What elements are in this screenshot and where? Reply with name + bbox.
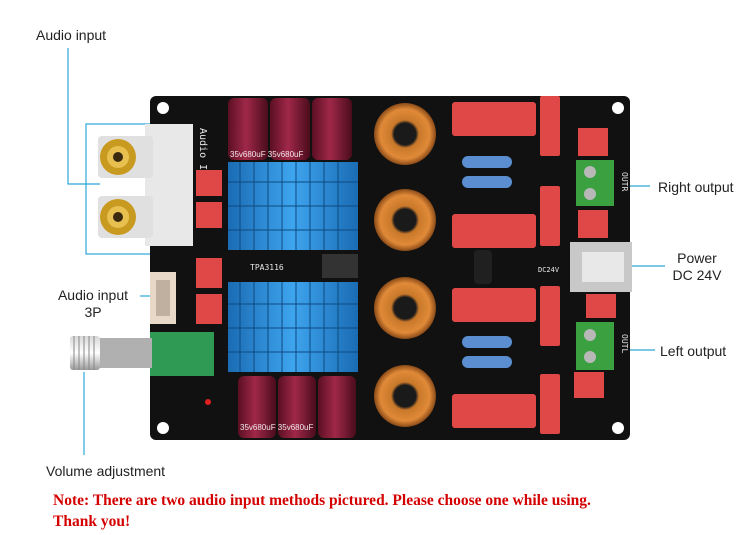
outr-silkscreen: OUTR [620, 172, 629, 191]
inductor-coils [374, 103, 436, 427]
right-output-terminal [576, 160, 614, 206]
cap-bottom-label: 35v680uF 35v680uF [240, 423, 314, 432]
volume-potentiometer [70, 332, 214, 405]
audio-input-callout: Audio input [36, 27, 107, 43]
diode [474, 250, 492, 284]
electrolytic-caps-bottom [238, 376, 356, 438]
electrolytic-caps-top [228, 98, 352, 160]
resistors [462, 156, 512, 368]
outl-silkscreen: OUTL [620, 334, 629, 353]
power-callout: Power DC 24V [662, 250, 732, 284]
audio-input-silkscreen: Audio Input [197, 128, 208, 194]
left-output-callout: Left output [660, 343, 727, 359]
heatsink-top [228, 162, 358, 250]
note-line-2: Thank you! [53, 513, 131, 530]
dc24v-silkscreen: DC24V [538, 266, 560, 274]
volume-adjustment-callout: Volume adjustment [46, 463, 166, 479]
audio-input-3p-line1: Audio input [57, 287, 129, 303]
rca-jacks [98, 124, 193, 246]
power-callout-line1: Power [677, 250, 717, 266]
chip-label: TPA3116 [250, 263, 284, 272]
output-film-caps [452, 96, 616, 434]
note-line-1: Note: There are two audio input methods … [53, 492, 591, 509]
note-text: Note: There are two audio input methods … [53, 490, 733, 532]
left-output-terminal [576, 322, 614, 370]
audio-input-3p-line2: 3P [84, 304, 102, 320]
cap-top-label: 35v680uF 35v680uF [230, 150, 304, 159]
power-callout-line2: DC 24V [672, 267, 722, 283]
heatsink-bottom [228, 282, 358, 372]
right-output-callout: Right output [658, 179, 734, 195]
input-film-caps [196, 170, 222, 324]
audio-input-3p-callout: Audio input 3P [48, 287, 138, 321]
power-jack [570, 242, 632, 292]
